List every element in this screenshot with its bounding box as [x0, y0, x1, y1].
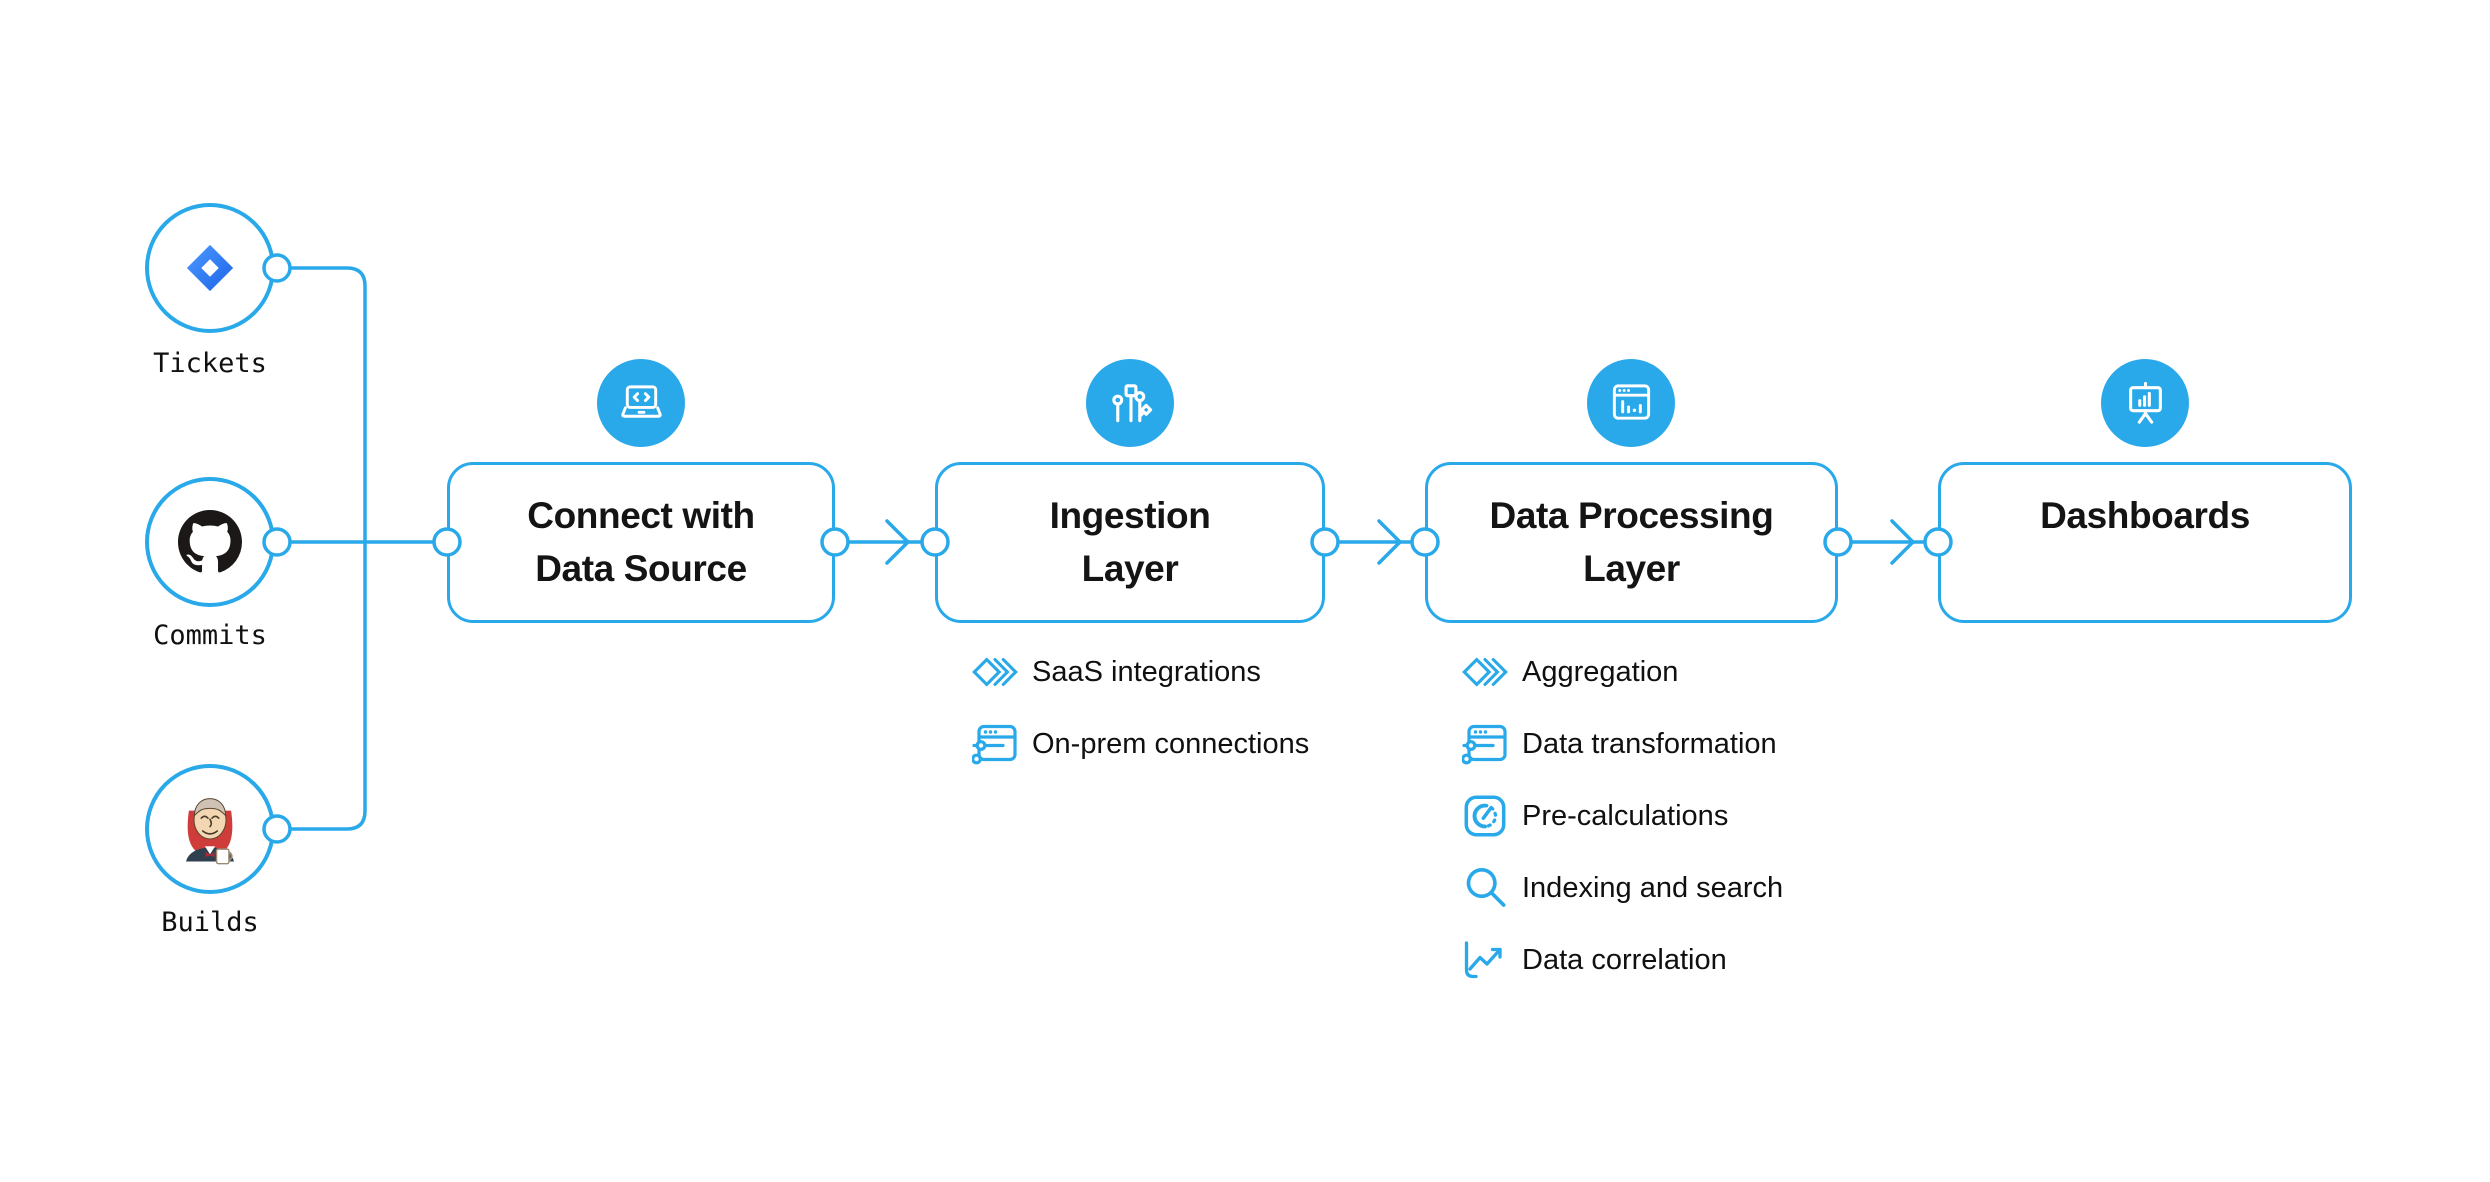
stage-title: Dashboards: [2040, 495, 2250, 536]
list-item: SaaS integrations: [972, 650, 1309, 694]
diamonds-icon: [972, 650, 1018, 694]
stage-box-data-processing-layer: Data Processing Layer: [1425, 462, 1838, 623]
list-item-label: Aggregation: [1522, 655, 1679, 688]
list-item-label: Data correlation: [1522, 943, 1727, 976]
stage-box-ingestion-layer: Ingestion Layer: [935, 462, 1325, 623]
list-item: Data transformation: [1462, 722, 1783, 766]
laptop-code-icon: [597, 359, 685, 447]
presentation-icon: [2101, 359, 2189, 447]
list-item: Data correlation: [1462, 938, 1783, 982]
chevron-right-arrowhead: [1377, 519, 1403, 565]
list-item: Pre-calculations: [1462, 794, 1783, 838]
circuit-icon: [1086, 359, 1174, 447]
stage-box-dashboards: Dashboards: [1938, 462, 2352, 623]
list-item-label: On-prem connections: [1032, 727, 1310, 760]
chart-line-icon: [1462, 938, 1508, 982]
github-logo: [178, 510, 242, 573]
jenkins-logo: [186, 797, 234, 864]
diamonds-icon: [1462, 650, 1508, 694]
jira-logo: [186, 244, 234, 292]
source-node-builds: [145, 764, 275, 894]
source-label-commits: Commits: [153, 620, 267, 651]
window-chart-icon: [1587, 359, 1675, 447]
gauge-icon: [1462, 794, 1508, 838]
stage-title: Data Processing Layer: [1489, 495, 1774, 589]
stage-title: Connect with Data Source: [527, 495, 755, 589]
list-item-label: Pre-calculations: [1522, 799, 1729, 832]
source-label-tickets: Tickets: [153, 348, 267, 379]
source-node-commits: [145, 477, 275, 607]
list-item: Aggregation: [1462, 650, 1783, 694]
chevron-right-arrowhead: [885, 519, 911, 565]
list-item-label: Data transformation: [1522, 727, 1777, 760]
stage-box-connect-with-data-source: Connect with Data Source: [447, 462, 835, 623]
source-label-builds: Builds: [161, 907, 259, 938]
list-item: Indexing and search: [1462, 866, 1783, 910]
window-sliders-icon: [972, 722, 1018, 766]
list-item-label: Indexing and search: [1522, 871, 1784, 904]
stage-title: Ingestion Layer: [1049, 495, 1211, 589]
list-item-label: SaaS integrations: [1032, 655, 1261, 688]
list-item: On-prem connections: [972, 722, 1309, 766]
chevron-right-arrowhead: [1890, 519, 1916, 565]
search-icon: [1462, 866, 1508, 910]
window-sliders-icon: [1462, 722, 1508, 766]
source-node-tickets: [145, 203, 275, 333]
